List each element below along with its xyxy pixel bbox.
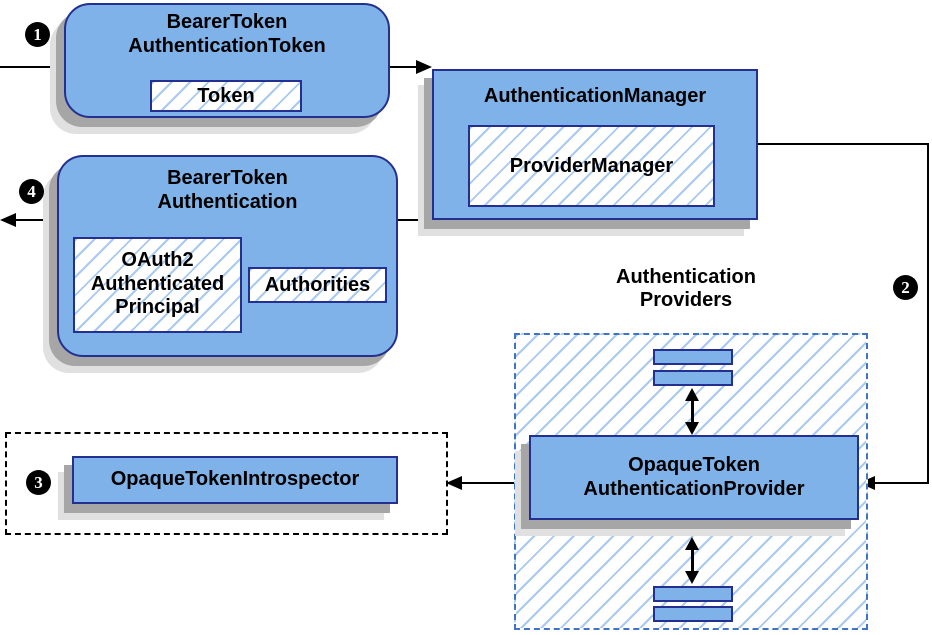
double-arrow-icon	[685, 388, 699, 435]
authentication-providers-group: OpaqueToken AuthenticationProvider	[514, 333, 868, 630]
step-2-badge: 2	[893, 275, 918, 300]
authentication-manager-title: AuthenticationManager	[483, 85, 707, 107]
arrowhead-to-authentication-manager	[416, 60, 432, 74]
step-3-badge: 3	[26, 470, 51, 495]
provider-placeholder-bar	[653, 586, 733, 602]
flow-line-step2-vertical	[927, 143, 929, 483]
flow-line-step2-return	[874, 482, 929, 484]
arrow-shaft	[690, 545, 694, 576]
provider-manager-box: ProviderManager	[468, 125, 715, 207]
arrow-up-icon	[685, 388, 699, 401]
authorities-box: Authorities	[248, 267, 387, 303]
oauth2-authenticated-principal-box: OAuth2 Authenticated Principal	[73, 237, 242, 333]
token-box: Token	[150, 80, 302, 112]
flow-line-step2-horizontal	[758, 143, 929, 145]
flow-line-step3	[460, 482, 530, 484]
arrow-down-icon	[685, 422, 699, 435]
oauth2-authenticated-principal-label: OAuth2 Authenticated Principal	[90, 249, 225, 319]
arrowhead-result-out	[0, 213, 16, 227]
bearer-token-authentication-token-box: BearerToken AuthenticationToken Token	[64, 3, 390, 118]
arrow-down-icon	[685, 571, 699, 584]
bearer-token-authentication-title: BearerToken Authentication	[157, 167, 298, 213]
bearer-token-authentication-token-title: BearerToken AuthenticationToken	[128, 11, 326, 57]
authentication-providers-label: Authentication Providers	[616, 266, 756, 311]
provider-placeholder-bar	[653, 370, 733, 386]
opaque-token-introspector-box: OpaqueTokenIntrospector	[72, 456, 398, 504]
opaque-token-authentication-provider-title: OpaqueToken AuthenticationProvider	[583, 453, 805, 500]
provider-placeholder-bar	[653, 349, 733, 365]
opaque-token-introspector-label: OpaqueTokenIntrospector	[110, 468, 360, 491]
arrow-up-icon	[685, 537, 699, 550]
bearer-token-authentication-box: BearerToken Authentication OAuth2 Authen…	[57, 155, 398, 357]
arrow-shaft	[690, 396, 694, 427]
opaque-token-authentication-provider-box: OpaqueToken AuthenticationProvider	[529, 435, 859, 520]
provider-placeholder-bar	[653, 606, 733, 622]
step-4-badge: 4	[19, 179, 44, 204]
authentication-manager-box: AuthenticationManager ProviderManager	[432, 69, 758, 220]
double-arrow-icon	[685, 537, 699, 584]
arrowhead-to-introspector	[446, 476, 462, 490]
step-1-badge: 1	[25, 22, 50, 47]
